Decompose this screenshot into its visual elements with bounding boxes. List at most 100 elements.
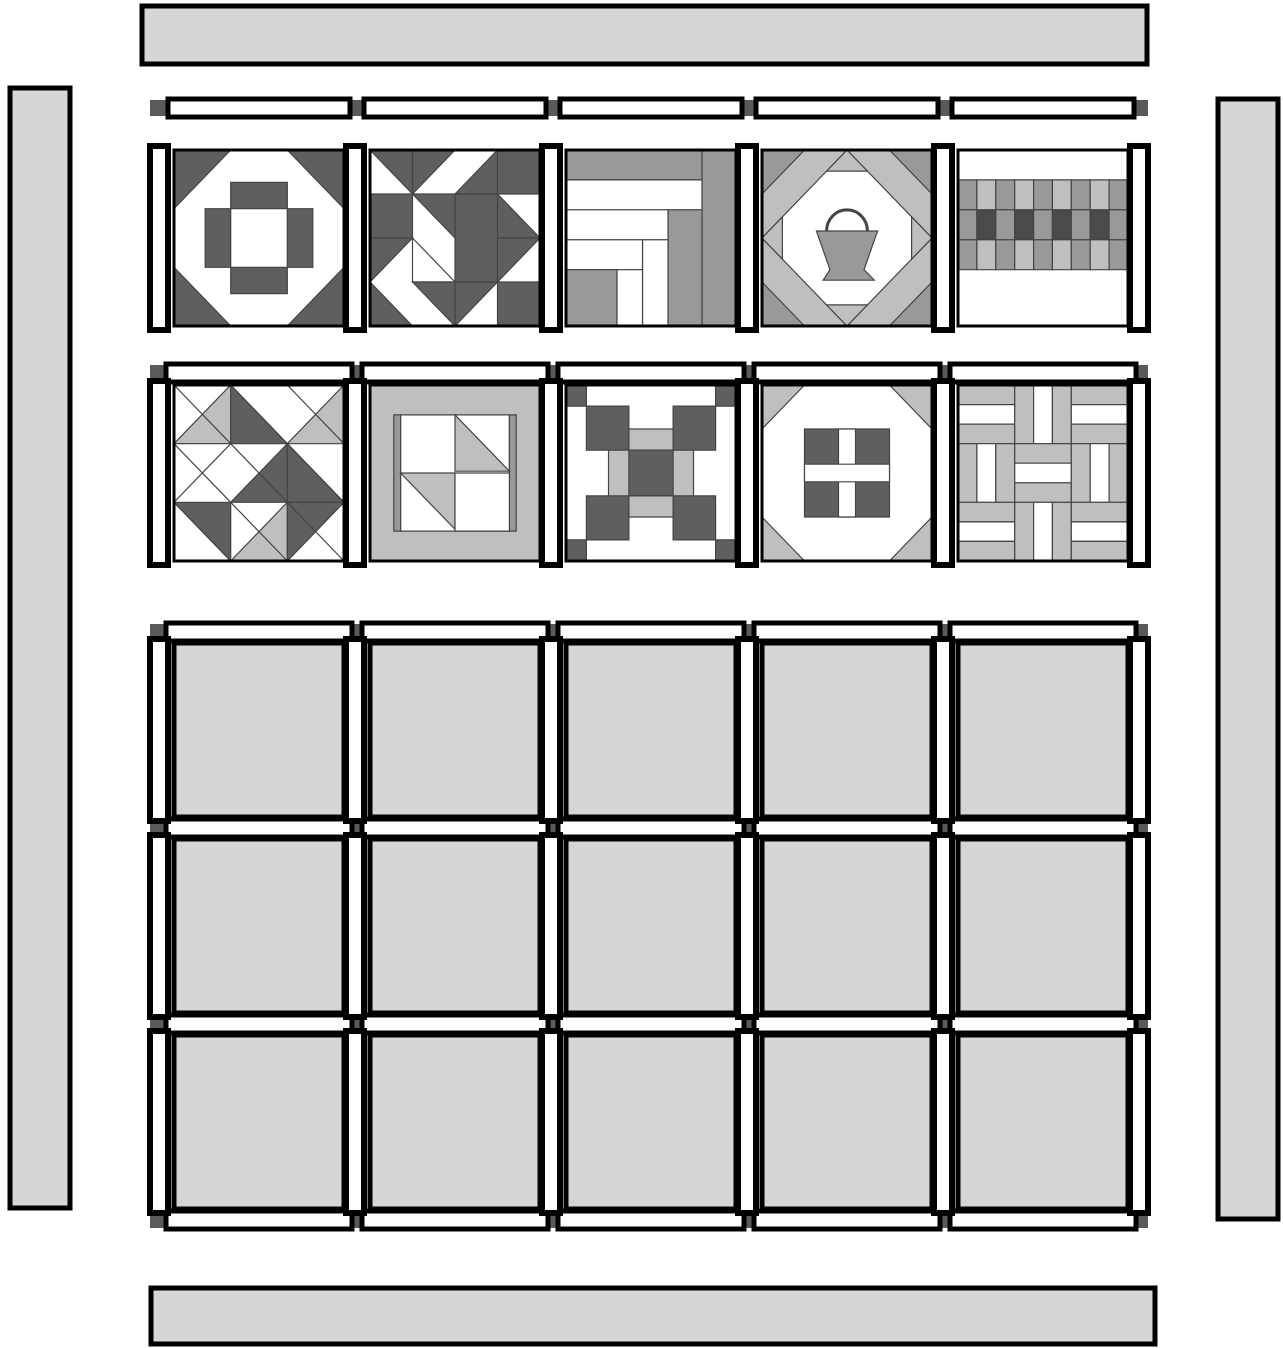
- block-blank-setting-square: [174, 1035, 344, 1209]
- patch: [1015, 240, 1034, 270]
- patch: [958, 522, 1015, 542]
- vertical-sashing-strip: [1130, 1031, 1148, 1213]
- patch: [498, 282, 541, 326]
- horizontal-sashing-strip: [166, 1015, 352, 1033]
- patch: [586, 496, 629, 540]
- horizontal-sashing-strip: [558, 364, 744, 382]
- patch: [1034, 385, 1053, 444]
- plain-setting-square: [370, 839, 540, 1013]
- patch: [566, 270, 617, 326]
- block-blank-setting-square: [370, 839, 540, 1013]
- block-nine-patch-frame: [566, 385, 736, 561]
- horizontal-sashing-strip: [754, 1015, 940, 1033]
- patch: [1071, 541, 1128, 561]
- patch: [566, 150, 702, 180]
- vertical-sashing-strip: [738, 381, 756, 565]
- patch: [805, 464, 890, 482]
- border-right: [1218, 99, 1278, 1219]
- block-half-square-diagonal: [174, 385, 344, 561]
- patch: [629, 429, 673, 450]
- patch: [958, 385, 1015, 405]
- patch: [1015, 180, 1034, 210]
- block-basket: [762, 150, 932, 326]
- vertical-sashing-strip: [934, 1031, 952, 1213]
- plain-setting-square: [566, 643, 736, 817]
- vertical-sashing-strip: [346, 146, 364, 330]
- block-blank-setting-square: [566, 839, 736, 1013]
- patch: [1071, 444, 1090, 503]
- plain-setting-square: [762, 643, 932, 817]
- patch: [673, 496, 716, 540]
- patch: [231, 267, 288, 293]
- patch: [629, 496, 673, 517]
- patch: [1071, 385, 1128, 405]
- vertical-sashing-strip: [934, 835, 952, 1017]
- patch: [1071, 180, 1090, 210]
- patch: [716, 385, 736, 406]
- patch: [1052, 240, 1071, 270]
- vertical-sashing-strip: [934, 381, 952, 565]
- border-bottom: [151, 1288, 1155, 1344]
- cornerstone: [150, 100, 168, 116]
- patch: [1090, 180, 1109, 210]
- horizontal-sashing-strip: [754, 364, 940, 382]
- horizontal-sashing-strip: [166, 364, 352, 382]
- horizontal-sashing-strip: [950, 364, 1136, 382]
- block-blank-setting-square: [174, 839, 344, 1013]
- patch: [566, 240, 643, 270]
- horizontal-sashing-strip: [560, 99, 742, 117]
- patch: [1109, 444, 1128, 503]
- patch: [1109, 240, 1128, 270]
- horizontal-sashing-strip: [362, 364, 548, 382]
- block-blank-setting-square: [958, 643, 1128, 817]
- plain-setting-square: [958, 839, 1128, 1013]
- patch: [996, 444, 1015, 503]
- patch: [996, 210, 1015, 240]
- plain-setting-square: [762, 1035, 932, 1209]
- patch: [1109, 180, 1128, 210]
- patch: [1015, 444, 1072, 464]
- patch: [586, 406, 629, 450]
- patch: [617, 270, 643, 326]
- horizontal-sashing-strip: [950, 623, 1136, 641]
- patch: [1071, 424, 1128, 444]
- patch: [1034, 210, 1053, 240]
- plain-setting-square: [174, 839, 344, 1013]
- horizontal-sashing-strip: [950, 1015, 1136, 1033]
- patch: [958, 240, 977, 270]
- block-blank-setting-square: [174, 643, 344, 817]
- patch: [977, 444, 996, 503]
- horizontal-sashing-strip: [952, 99, 1134, 117]
- horizontal-sashing-strip: [166, 623, 352, 641]
- patch: [977, 240, 996, 270]
- patch: [958, 180, 977, 210]
- plain-setting-square: [370, 643, 540, 817]
- vertical-sashing-strip: [738, 639, 756, 821]
- patch: [958, 541, 1015, 561]
- block-blank-setting-square: [566, 643, 736, 817]
- patch: [1015, 483, 1072, 503]
- vertical-sashing-strip: [346, 835, 364, 1017]
- vertical-sashing-strip: [346, 1031, 364, 1213]
- vertical-sashing-strip: [150, 639, 168, 821]
- patch: [643, 240, 669, 326]
- patch: [958, 424, 1015, 444]
- border-left: [10, 88, 70, 1208]
- vertical-sashing-strip: [542, 835, 560, 1017]
- patch: [1090, 240, 1109, 270]
- horizontal-sashing-strip: [364, 99, 546, 117]
- horizontal-sashing-strip: [362, 623, 548, 641]
- plain-setting-square: [566, 1035, 736, 1209]
- patch: [1071, 522, 1128, 542]
- patch: [1090, 444, 1109, 503]
- horizontal-sashing-strip: [756, 99, 938, 117]
- patch: [205, 209, 231, 268]
- patch: [455, 473, 509, 531]
- patch: [1034, 240, 1053, 270]
- plain-setting-square: [566, 839, 736, 1013]
- patch: [1109, 210, 1128, 240]
- patch: [958, 405, 1015, 425]
- plain-setting-square: [958, 643, 1128, 817]
- vertical-sashing-strip: [542, 1031, 560, 1213]
